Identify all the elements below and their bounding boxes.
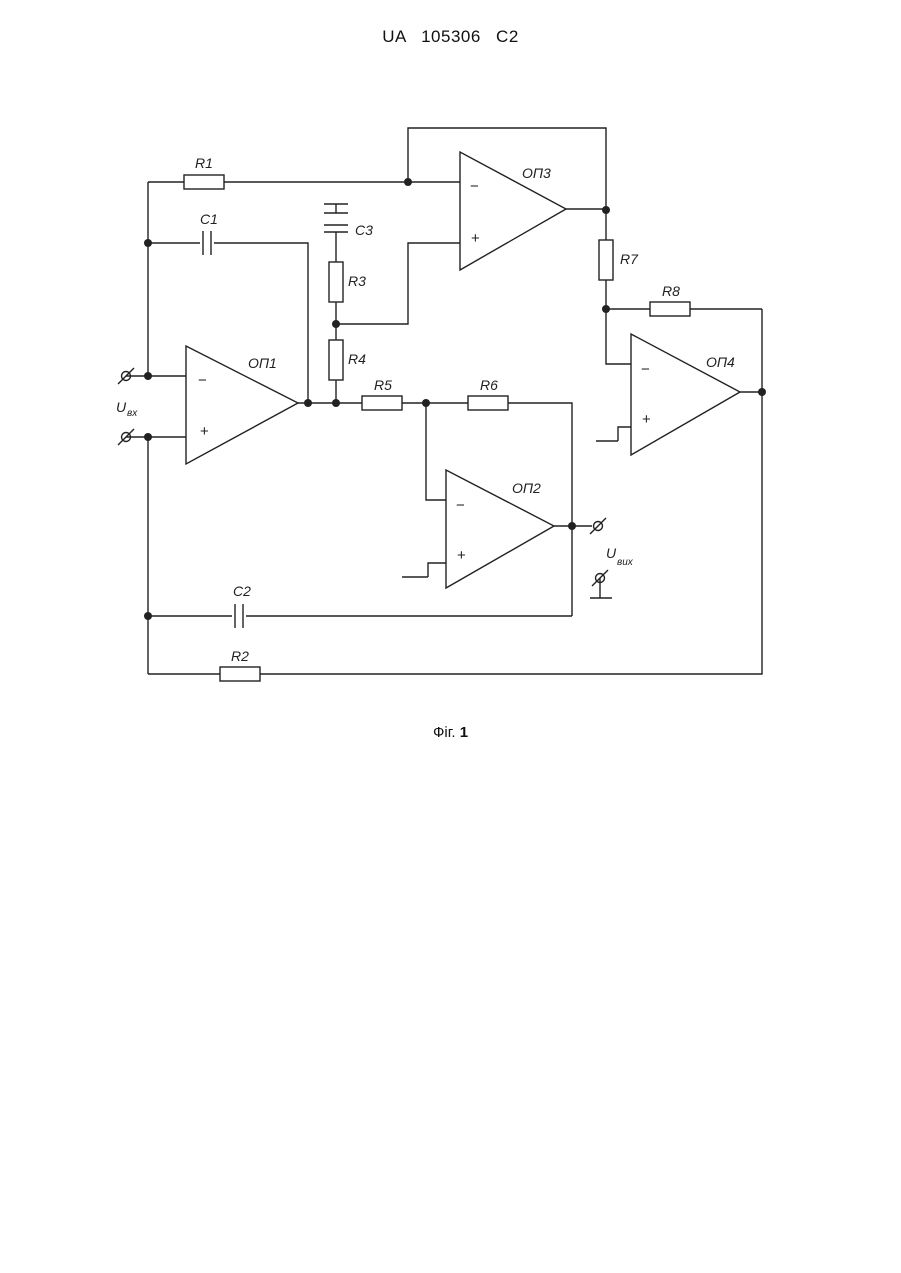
resistor-r2 bbox=[220, 667, 260, 681]
resistor-r8 bbox=[650, 302, 690, 316]
op4-plus-sign: + bbox=[642, 411, 651, 428]
output-voltage-label: U вих bbox=[606, 545, 634, 568]
output-voltage-sub: вих bbox=[617, 557, 634, 568]
label-r3: R3 bbox=[348, 273, 366, 289]
opamp-op1 bbox=[186, 346, 298, 464]
op1-plus-sign: + bbox=[200, 423, 209, 440]
opamp-op4 bbox=[631, 334, 740, 455]
figure-caption: Фіг. 1 bbox=[0, 724, 901, 741]
resistor-r7 bbox=[599, 240, 613, 280]
resistor-r6 bbox=[468, 396, 508, 410]
resistor-r3 bbox=[329, 262, 343, 302]
resistor-r5 bbox=[362, 396, 402, 410]
label-r7: R7 bbox=[620, 251, 639, 267]
label-r8: R8 bbox=[662, 283, 680, 299]
capacitor-c2 bbox=[235, 604, 243, 628]
label-op2: ОП2 bbox=[512, 480, 541, 496]
input-voltage-sub: вх bbox=[127, 408, 138, 419]
resistor-r4 bbox=[329, 340, 343, 380]
figure-caption-prefix: Фіг. bbox=[433, 724, 456, 741]
capacitor-c1 bbox=[203, 231, 211, 255]
figure-caption-number: 1 bbox=[460, 724, 468, 741]
label-op3: ОП3 bbox=[522, 165, 551, 181]
op1-minus-sign: − bbox=[198, 372, 207, 389]
input-voltage-main: U bbox=[116, 399, 127, 415]
label-r2: R2 bbox=[231, 648, 249, 664]
label-r6: R6 bbox=[480, 377, 498, 393]
label-r4: R4 bbox=[348, 351, 366, 367]
label-r5: R5 bbox=[374, 377, 392, 393]
op2-plus-sign: + bbox=[457, 547, 466, 564]
op3-minus-sign: − bbox=[470, 178, 479, 195]
resistor-r1 bbox=[184, 175, 224, 189]
op2-minus-sign: − bbox=[456, 497, 465, 514]
op4-minus-sign: − bbox=[641, 361, 650, 378]
label-op4: ОП4 bbox=[706, 354, 735, 370]
label-c2: C2 bbox=[233, 583, 251, 599]
label-r1: R1 bbox=[195, 155, 213, 171]
label-op1: ОП1 bbox=[248, 355, 277, 371]
op3-plus-sign: + bbox=[471, 230, 480, 247]
label-c3: C3 bbox=[355, 222, 373, 238]
output-voltage-main: U bbox=[606, 545, 617, 561]
input-voltage-label: U вх bbox=[116, 399, 138, 419]
label-c1: C1 bbox=[200, 211, 218, 227]
